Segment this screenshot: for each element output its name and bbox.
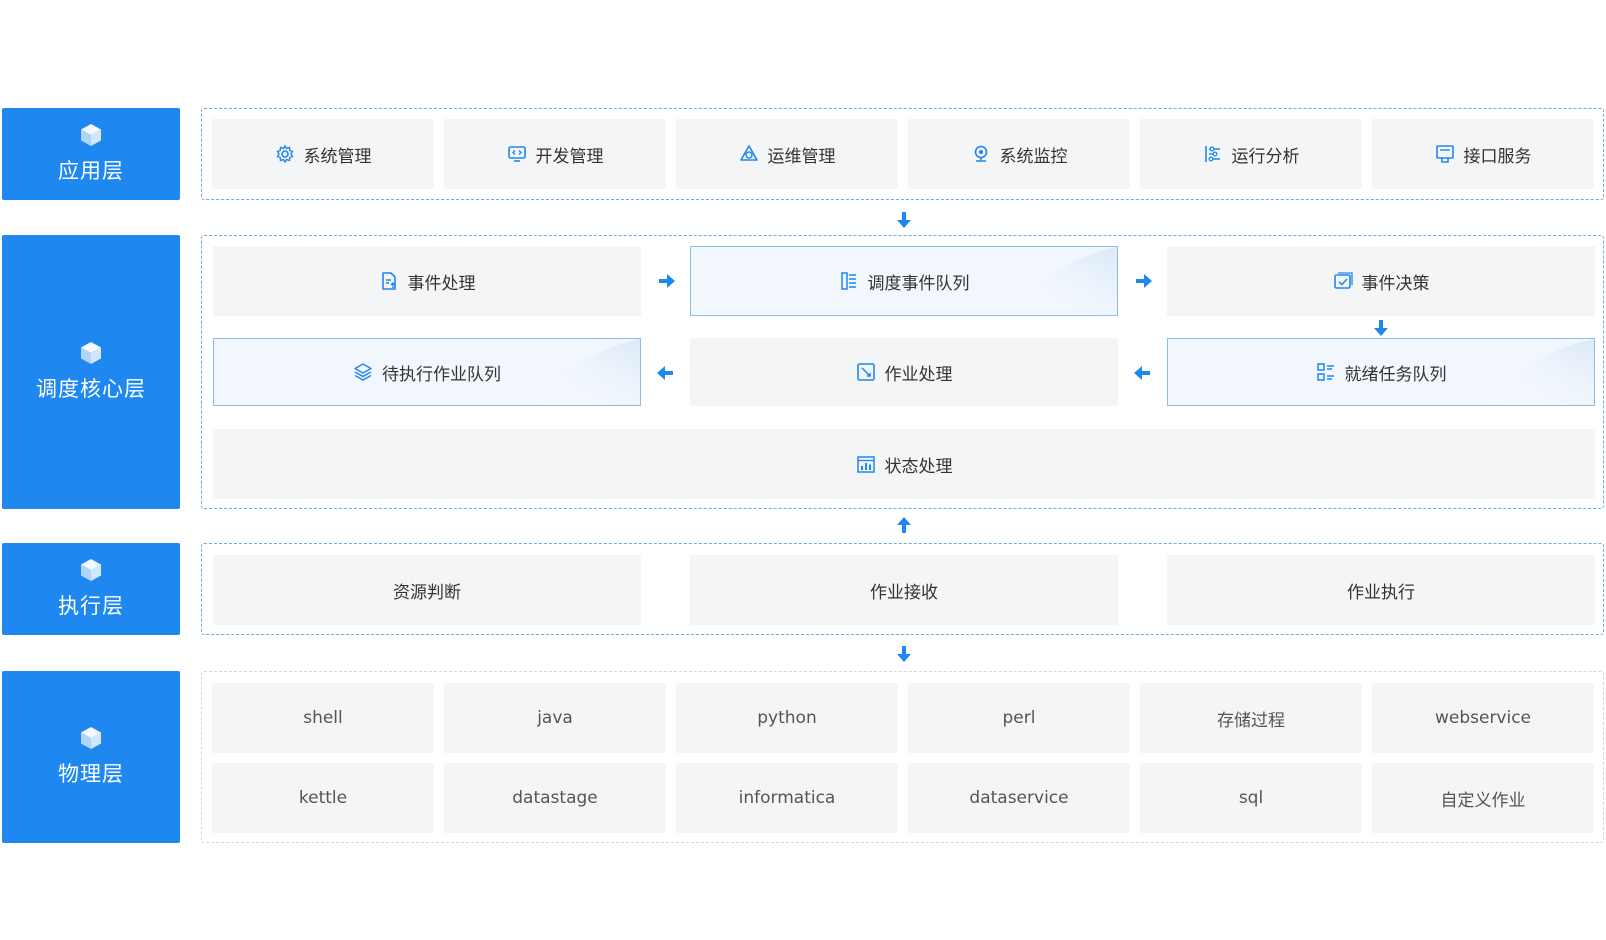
arrow-down-icon <box>895 211 913 229</box>
scheduling-core-layer-frame <box>201 235 1604 509</box>
app-item-dev-management[interactable]: 开发管理 <box>444 119 666 189</box>
layer-name: 应用层 <box>58 159 124 183</box>
code-monitor-icon <box>507 146 526 162</box>
core-item-job-processing[interactable]: 作业处理 <box>690 338 1118 406</box>
app-item-system-monitor[interactable]: 系统监控 <box>908 119 1130 189</box>
core-item-event-decision[interactable]: 事件决策 <box>1167 246 1595 316</box>
layer-name: 调度核心层 <box>36 377 146 401</box>
core-item-label: 调度事件队列 <box>867 273 970 294</box>
phys-item-java[interactable]: java <box>444 683 666 753</box>
gear-icon <box>275 144 294 164</box>
exec-item-job-execute[interactable]: 作业执行 <box>1167 555 1595 625</box>
layer-label-application: 应用层 <box>2 108 180 200</box>
core-item-ready-task-queue[interactable]: 就绪任务队列 <box>1167 338 1595 406</box>
exec-item-label: 作业接收 <box>870 582 938 603</box>
application-layer-frame <box>201 108 1604 200</box>
phys-item-label: datastage <box>512 788 598 808</box>
physical-layer-frame <box>201 671 1604 843</box>
app-item-label: 系统监控 <box>999 146 1068 167</box>
app-item-label: 运行分析 <box>1231 146 1300 167</box>
core-item-label: 作业处理 <box>884 364 953 385</box>
phys-item-shell[interactable]: shell <box>212 683 434 753</box>
triangle-cycle-icon <box>739 145 758 161</box>
sweep-decoration <box>1484 339 1594 405</box>
app-item-system-management[interactable]: 系统管理 <box>212 119 434 189</box>
exec-item-resource-judgment[interactable]: 资源判断 <box>213 555 641 625</box>
phys-item-label: 存储过程 <box>1217 710 1285 731</box>
phys-item-label: webservice <box>1434 708 1532 728</box>
queue-list-icon <box>840 272 856 290</box>
core-item-label: 就绪任务队列 <box>1344 364 1447 385</box>
sweep-decoration <box>530 339 640 405</box>
phys-item-webservice[interactable]: webservice <box>1372 683 1594 753</box>
phys-item-stored-procedure[interactable]: 存储过程 <box>1140 683 1362 753</box>
app-item-label: 开发管理 <box>535 146 604 167</box>
document-upload-icon <box>381 272 396 290</box>
core-item-state-processing[interactable]: 状态处理 <box>213 429 1595 499</box>
cube-icon <box>80 341 102 365</box>
phys-item-label: python <box>757 708 817 728</box>
core-item-pending-job-queue[interactable]: 待执行作业队列 <box>213 338 641 406</box>
phys-item-kettle[interactable]: kettle <box>212 763 434 833</box>
phys-item-label: perl <box>1002 708 1036 728</box>
layer-label-execution: 执行层 <box>2 543 180 635</box>
sliders-icon <box>1204 146 1220 162</box>
arrow-left-icon <box>656 364 674 382</box>
phys-item-label: 自定义作业 <box>1440 790 1526 811</box>
arrow-right-icon <box>1135 272 1153 290</box>
app-item-label: 运维管理 <box>767 146 836 167</box>
layer-name: 物理层 <box>58 762 124 786</box>
core-item-label: 待执行作业队列 <box>382 364 501 385</box>
phys-item-label: java <box>537 708 573 728</box>
exec-item-job-receive[interactable]: 作业接收 <box>690 555 1118 625</box>
phys-item-label: dataservice <box>969 788 1069 808</box>
task-list-icon <box>1316 363 1334 381</box>
cube-icon <box>80 123 102 147</box>
arrow-right-icon <box>658 272 676 290</box>
cube-icon <box>80 726 102 750</box>
layer-label-physical: 物理层 <box>2 671 180 843</box>
arrow-left-icon <box>1133 364 1151 382</box>
phys-item-dataservice[interactable]: dataservice <box>908 763 1130 833</box>
app-item-run-analysis[interactable]: 运行分析 <box>1140 119 1362 189</box>
phys-item-custom-job[interactable]: 自定义作业 <box>1372 763 1594 833</box>
phys-item-label: shell <box>303 708 343 728</box>
decision-check-icon <box>1333 272 1353 289</box>
cube-icon <box>80 558 102 582</box>
phys-item-label: kettle <box>298 788 348 808</box>
core-item-schedule-event-queue[interactable]: 调度事件队列 <box>690 246 1118 316</box>
exec-item-label: 资源判断 <box>393 582 461 603</box>
phys-item-python[interactable]: python <box>676 683 898 753</box>
core-item-event-processing[interactable]: 事件处理 <box>213 246 641 316</box>
phys-item-label: sql <box>1238 788 1264 808</box>
app-item-label: 接口服务 <box>1463 146 1532 167</box>
arrow-up-icon <box>895 516 913 534</box>
arrow-down-icon <box>1372 319 1390 337</box>
layers-icon <box>354 363 372 381</box>
app-item-ops-management[interactable]: 运维管理 <box>676 119 898 189</box>
interface-icon <box>1435 145 1454 163</box>
phys-item-sql[interactable]: sql <box>1140 763 1362 833</box>
core-item-label: 事件决策 <box>1361 273 1430 294</box>
app-item-label: 系统管理 <box>303 146 372 167</box>
sweep-decoration <box>1007 247 1117 315</box>
phys-item-perl[interactable]: perl <box>908 683 1130 753</box>
execution-layer-frame <box>201 543 1604 635</box>
core-item-label: 状态处理 <box>884 456 953 477</box>
monitor-pin-icon <box>974 145 987 162</box>
arrow-down-icon <box>895 645 913 663</box>
layer-label-scheduling-core: 调度核心层 <box>2 235 180 509</box>
phys-item-datastage[interactable]: datastage <box>444 763 666 833</box>
app-item-interface-service[interactable]: 接口服务 <box>1372 119 1594 189</box>
phys-item-informatica[interactable]: informatica <box>676 763 898 833</box>
phys-item-label: informatica <box>738 788 836 808</box>
exec-item-label: 作业执行 <box>1347 582 1415 603</box>
core-item-label: 事件处理 <box>407 273 476 294</box>
bar-chart-icon <box>856 456 875 473</box>
edit-box-icon <box>856 363 875 381</box>
layer-name: 执行层 <box>58 594 124 618</box>
